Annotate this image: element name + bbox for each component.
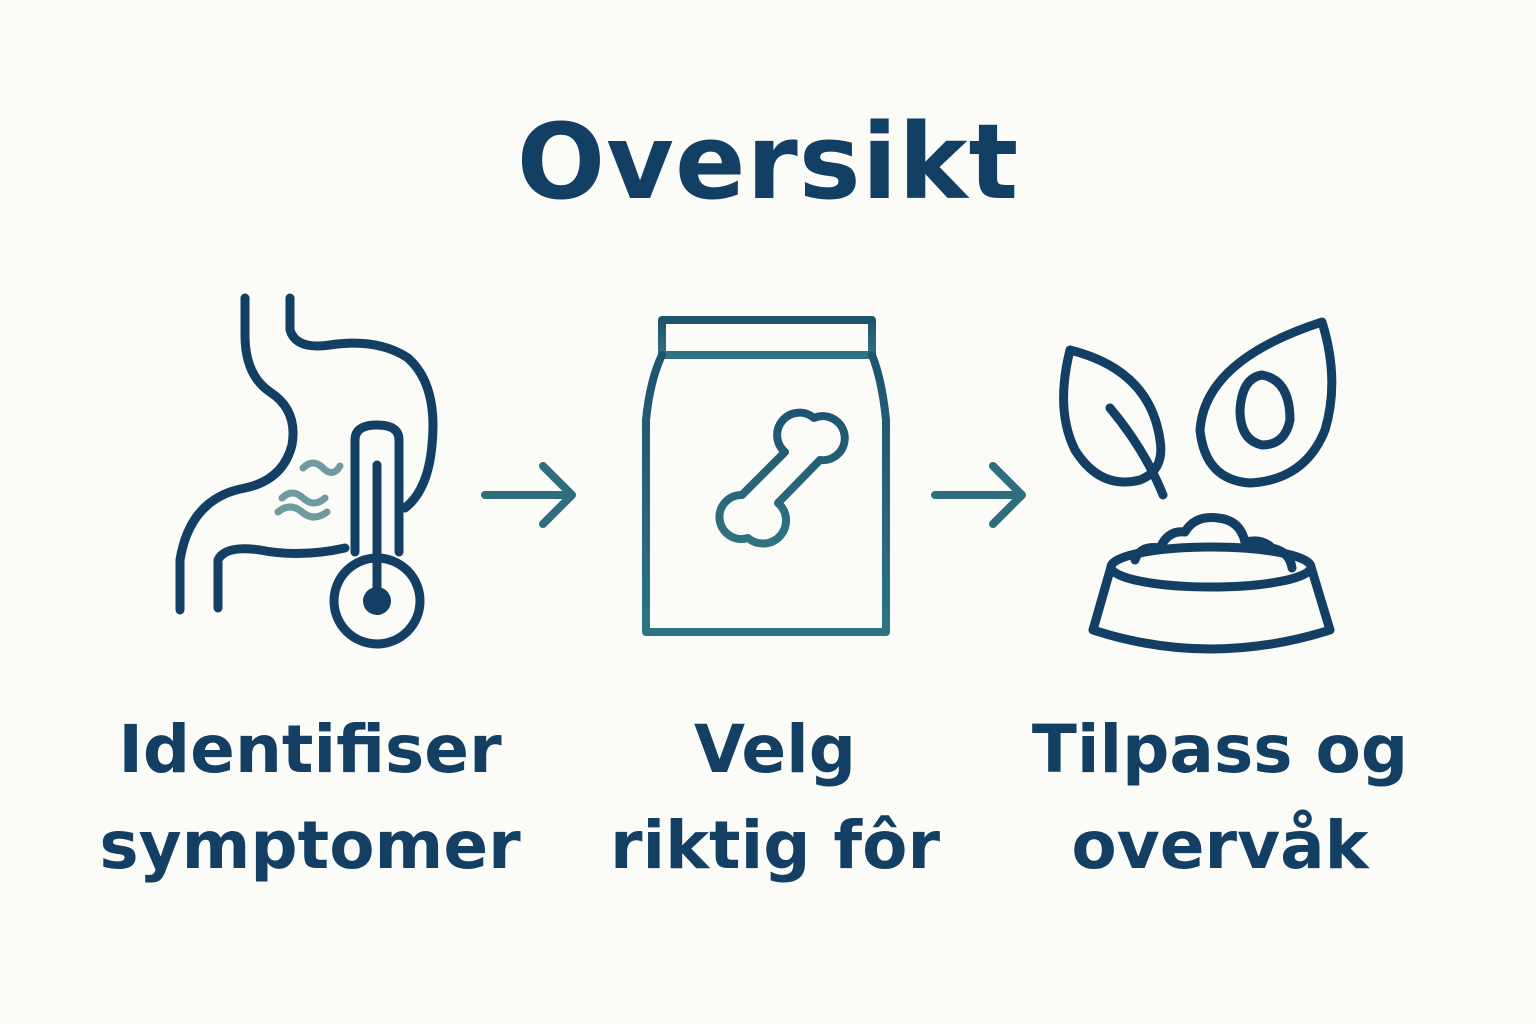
stomach-thermometer-icon	[175, 293, 438, 649]
food-bag-bone-icon	[642, 316, 890, 636]
arrow-right-icon	[481, 462, 576, 528]
step-label-adjust-monitor: Tilpass og overvåk	[1031, 711, 1409, 884]
step-label-identify: Identifiser symptomer	[99, 711, 521, 884]
leaves-bowl-icon	[1059, 317, 1337, 654]
arrow-right-icon	[931, 462, 1026, 528]
page-title: Oversikt	[516, 101, 1020, 223]
step-label-choose-food: Velg riktig fôr	[609, 711, 941, 884]
